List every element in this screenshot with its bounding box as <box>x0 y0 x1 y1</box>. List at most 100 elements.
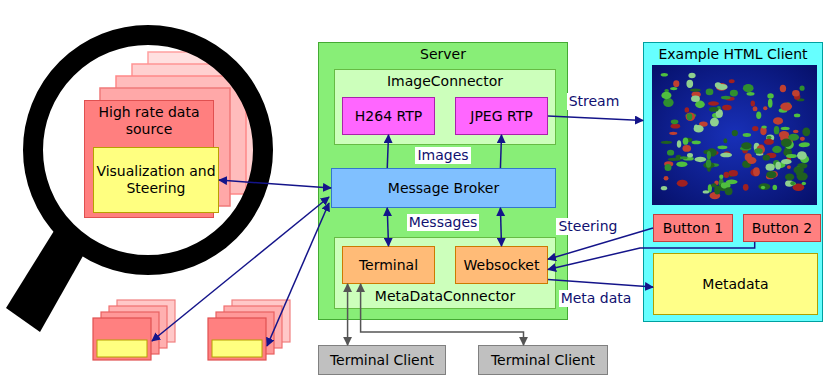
box-label: Button 1 <box>663 220 723 237</box>
image-texture <box>722 105 731 111</box>
magnifier-handle <box>6 218 92 332</box>
image-texture <box>725 187 733 195</box>
image-texture <box>766 171 776 178</box>
connector-group: MetaDataConnectorTerminalWebsocket <box>334 237 556 309</box>
image-texture <box>665 164 672 171</box>
image-texture <box>661 186 667 190</box>
image-texture <box>680 156 688 159</box>
image-texture <box>729 79 735 83</box>
image-texture <box>661 141 672 144</box>
image-texture <box>768 99 773 108</box>
image-texture <box>671 124 681 129</box>
image-texture <box>673 80 679 87</box>
image-texture <box>661 92 671 100</box>
group-title: Server <box>319 46 567 63</box>
image-texture <box>669 132 677 135</box>
lens-glass <box>42 44 254 256</box>
image-texture <box>670 87 677 90</box>
image-texture <box>747 157 756 164</box>
connector-arrow <box>387 208 388 246</box>
edge-label: Stream <box>567 93 622 110</box>
image-texture <box>695 157 707 162</box>
image-texture <box>741 142 751 149</box>
visualization-image <box>652 65 817 205</box>
image-texture <box>721 96 731 100</box>
image-texture <box>686 80 693 88</box>
image-texture <box>781 127 790 130</box>
image-texture <box>714 186 720 195</box>
image-texture <box>687 153 693 157</box>
image-texture <box>800 137 805 141</box>
image-texture <box>691 96 700 102</box>
box-label: Metadata <box>702 276 768 293</box>
image-texture <box>761 186 765 190</box>
image-texture <box>802 182 806 185</box>
image-texture <box>772 146 782 153</box>
image-texture <box>780 102 792 110</box>
image-texture <box>767 136 772 139</box>
image-texture <box>793 130 799 133</box>
image-texture <box>764 139 774 145</box>
box-label: JPEG RTP <box>470 108 532 125</box>
image-texture <box>763 155 770 161</box>
image-texture <box>661 73 668 77</box>
image-texture <box>794 114 800 118</box>
flow-label: Steering <box>556 218 619 235</box>
image-texture <box>753 106 758 111</box>
image-texture <box>694 125 704 132</box>
image-texture <box>773 117 783 125</box>
image-texture <box>720 153 732 158</box>
server-panel: ServerImageConnectorH264 RTP JPEG RTP Mess… <box>318 42 568 320</box>
image-texture <box>732 130 738 136</box>
image-texture <box>752 126 758 131</box>
image-texture <box>774 126 780 134</box>
box-label: Message Broker <box>388 180 499 197</box>
image-texture <box>761 126 767 129</box>
edge-label: Meta data <box>559 290 634 307</box>
image-texture <box>746 92 754 96</box>
image-texture <box>772 185 777 190</box>
image-texture <box>763 106 767 110</box>
group-title: High rate data source <box>85 104 213 138</box>
image-texture <box>751 101 755 107</box>
image-texture <box>743 184 749 191</box>
image-texture <box>790 181 795 185</box>
stream-box: H264 RTP <box>342 97 435 135</box>
stream-box: JPEG RTP <box>455 97 548 135</box>
connector-arrow <box>500 208 501 246</box>
image-texture <box>710 118 719 127</box>
flow-label: Messages <box>407 214 480 231</box>
image-texture <box>709 107 719 112</box>
small-source-stack <box>208 300 290 360</box>
image-texture <box>706 89 714 96</box>
image-texture <box>756 111 761 119</box>
image-texture <box>781 159 792 164</box>
image-texture <box>775 162 780 170</box>
image-texture <box>758 183 770 190</box>
image-texture <box>743 84 754 92</box>
image-texture <box>766 164 775 171</box>
image-texture <box>780 85 786 93</box>
image-texture <box>796 171 803 176</box>
image-texture <box>754 148 763 154</box>
connector-arrow <box>361 284 524 345</box>
image-texture <box>715 82 721 87</box>
broker-box: Message Broker <box>331 168 556 208</box>
image-texture <box>686 112 695 121</box>
image-texture <box>690 89 701 92</box>
button-box: Button 2 <box>743 214 821 242</box>
image-texture <box>667 150 674 156</box>
image-texture <box>719 175 723 179</box>
metadata-box: Metadata <box>653 253 818 315</box>
image-texture <box>706 159 711 167</box>
image-texture <box>799 143 808 147</box>
box-label: Websocket <box>464 257 540 274</box>
image-texture <box>703 190 709 193</box>
image-texture <box>677 140 681 148</box>
image-texture <box>676 162 687 167</box>
group-title: ImageConnector <box>335 73 555 90</box>
connector-arrow <box>347 284 349 345</box>
connector-box: Terminal <box>342 246 435 284</box>
image-texture <box>787 165 791 169</box>
image-texture <box>786 154 797 158</box>
